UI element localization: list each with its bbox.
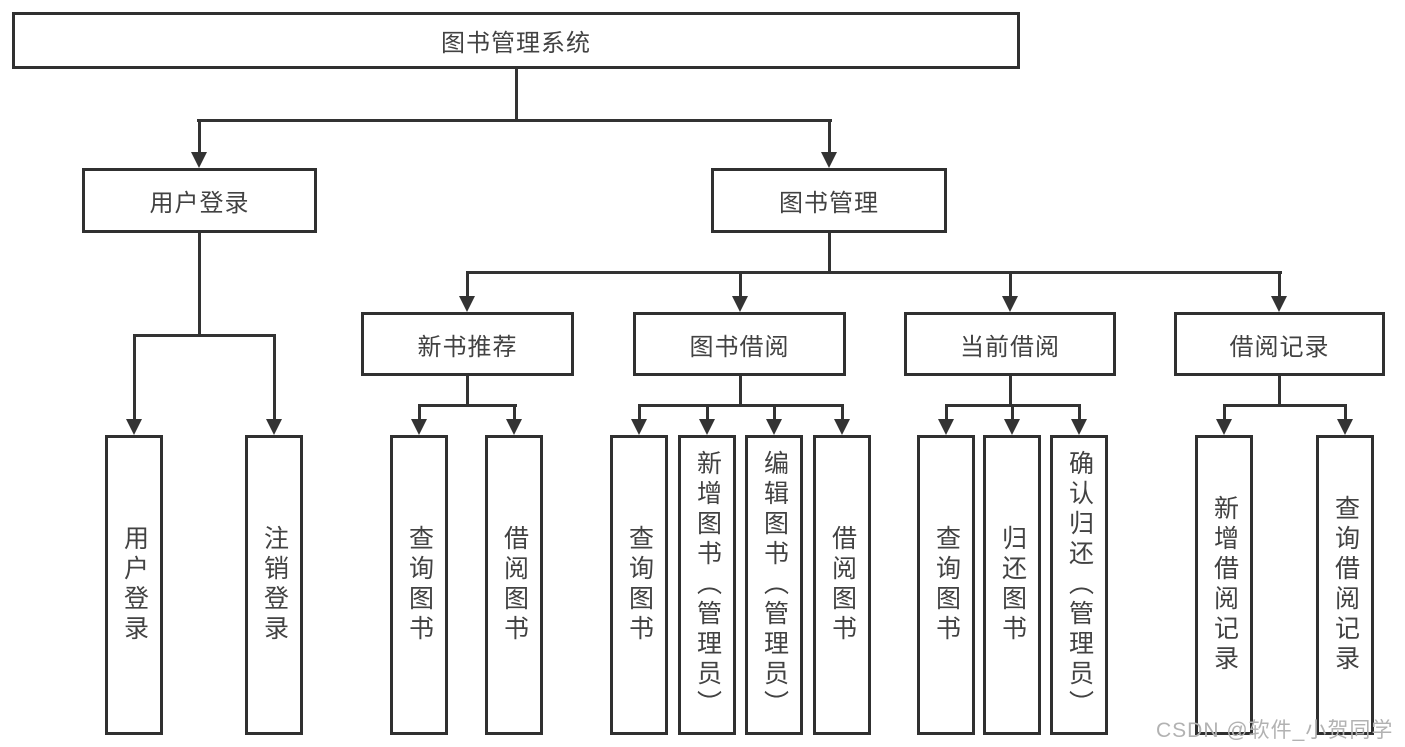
connector-line: [1223, 404, 1347, 407]
connector-line: [197, 119, 832, 122]
connector-arrowhead: [732, 296, 748, 312]
node-leaf-confirm-return-admin: 确认归还（管理员）: [1050, 435, 1108, 735]
connector-line: [945, 404, 948, 422]
connector-line: [739, 375, 742, 407]
connector-line: [513, 404, 516, 422]
connector-arrowhead: [1337, 419, 1353, 435]
connector-line: [1009, 375, 1012, 407]
connector-arrowhead: [699, 419, 715, 435]
connector-arrowhead: [938, 419, 954, 435]
node-new-book-recommend: 新书推荐: [361, 312, 574, 376]
connector-arrowhead: [1271, 296, 1287, 312]
node-leaf-add-borrow-record: 新增借阅记录: [1195, 435, 1253, 735]
connector-line: [198, 119, 201, 156]
connector-line: [638, 404, 641, 422]
node-leaf-borrow-book-2: 借阅图书: [813, 435, 871, 735]
connector-arrowhead: [1002, 296, 1018, 312]
node-current-borrow: 当前借阅: [904, 312, 1116, 376]
node-leaf-query-borrow-record: 查询借阅记录: [1316, 435, 1374, 735]
node-user-login: 用户登录: [82, 168, 317, 233]
connector-line: [638, 404, 844, 407]
connector-line: [706, 404, 709, 422]
connector-line: [828, 233, 831, 274]
node-book-management: 图书管理: [711, 168, 947, 233]
node-borrow-records: 借阅记录: [1174, 312, 1385, 376]
connector-line: [133, 334, 136, 422]
node-leaf-borrow-book-1: 借阅图书: [485, 435, 543, 735]
csdn-watermark: CSDN @软件_小贺同学: [1156, 719, 1394, 742]
connector-line: [1078, 404, 1081, 422]
connector-arrowhead: [506, 419, 522, 435]
connector-line: [198, 233, 201, 337]
connector-line: [133, 334, 276, 337]
connector-arrowhead: [834, 419, 850, 435]
connector-line: [515, 68, 518, 122]
node-leaf-add-book-admin: 新增图书（管理员）: [678, 435, 736, 735]
connector-arrowhead: [191, 152, 207, 168]
node-leaf-return-book: 归还图书: [983, 435, 1041, 735]
node-leaf-query-book-2: 查询图书: [610, 435, 668, 735]
connector-line: [418, 404, 517, 407]
node-leaf-logout: 注销登录: [245, 435, 303, 735]
connector-line: [828, 119, 831, 156]
connector-line: [1011, 404, 1014, 422]
connector-line: [1009, 271, 1012, 299]
connector-arrowhead: [766, 419, 782, 435]
node-book-borrow: 图书借阅: [633, 312, 846, 376]
node-leaf-query-book-3: 查询图书: [917, 435, 975, 735]
connector-line: [466, 271, 1282, 274]
connector-arrowhead: [821, 152, 837, 168]
connector-line: [1223, 404, 1226, 422]
connector-line: [739, 271, 742, 299]
connector-line: [418, 404, 421, 422]
node-leaf-edit-book-admin: 编辑图书（管理员）: [745, 435, 803, 735]
connector-arrowhead: [631, 419, 647, 435]
connector-arrowhead: [1004, 419, 1020, 435]
connector-line: [841, 404, 844, 422]
connector-arrowhead: [266, 419, 282, 435]
connector-arrowhead: [1216, 419, 1232, 435]
connector-line: [466, 271, 469, 299]
node-root-system: 图书管理系统: [12, 12, 1020, 69]
connector-line: [1278, 271, 1281, 299]
node-leaf-user-login: 用户登录: [105, 435, 163, 735]
connector-line: [773, 404, 776, 422]
connector-arrowhead: [459, 296, 475, 312]
connector-line: [273, 334, 276, 422]
connector-line: [466, 375, 469, 407]
connector-arrowhead: [411, 419, 427, 435]
connector-line: [1278, 375, 1281, 407]
connector-arrowhead: [1071, 419, 1087, 435]
node-leaf-query-book-1: 查询图书: [390, 435, 448, 735]
connector-line: [1344, 404, 1347, 422]
connector-arrowhead: [126, 419, 142, 435]
